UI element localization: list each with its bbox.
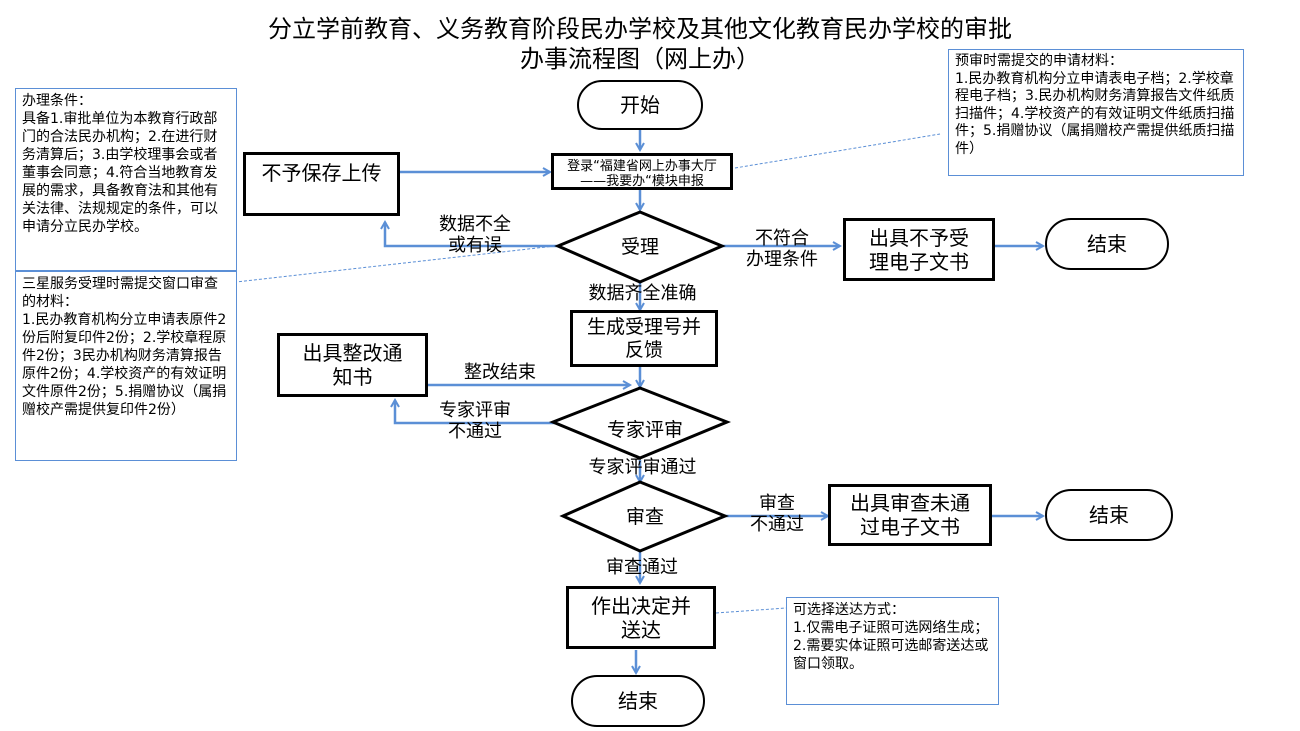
edge-label-review-fail-l1: 审查 <box>759 493 795 514</box>
reject-doc-label: 出具不予受理电子文书 <box>869 225 969 274</box>
edge-label-review-fail-l2: 不通过 <box>750 514 804 535</box>
edge-label-incomplete: 数据不全 或有误 <box>425 214 525 256</box>
edge-label-expert-fail: 专家评审 不通过 <box>420 400 530 442</box>
start-label: 开始 <box>620 93 660 117</box>
login-node: 登录“福建省网上办事大厅——我要办“模块申报 <box>551 153 733 190</box>
gen-number-node: 生成受理号并反馈 <box>570 310 718 367</box>
edge-label-rectify-done: 整改结束 <box>464 362 536 383</box>
end-node-1: 结束 <box>1045 218 1169 270</box>
expert-label: 专家评审 <box>606 419 683 441</box>
edge-label-not-qualified: 不符合 办理条件 <box>730 228 834 270</box>
edge-label-review-fail: 审查 不通过 <box>735 493 819 535</box>
diagram-title-line2: 办事流程图（网上办） <box>520 45 760 73</box>
rectify-label: 出具整改通知书 <box>302 341 403 389</box>
no-save-node: 不予保存上传 <box>243 152 400 216</box>
decide-label: 作出决定并送达 <box>591 593 691 642</box>
accept-label: 受理 <box>620 236 659 258</box>
note-window-materials: 三星服务受理时需提交窗口审查的材料： 1.民办教育机构分立申请表原件2份后附复印… <box>15 271 237 461</box>
review-fail-doc-label: 出具审查未通过电子文书 <box>850 491 970 539</box>
note-conditions: 办理条件： 具备1.审批单位为本教育行政部门的合法民办机构；2.在进行财务清算后… <box>15 88 237 271</box>
review-label: 审查 <box>625 506 664 528</box>
edge-label-not-qualified-l1: 不符合 <box>755 228 809 249</box>
dash-login-to-prereview <box>734 133 941 169</box>
edge-label-expert-pass: 专家评审通过 <box>588 457 697 478</box>
reject-doc-node: 出具不予受理电子文书 <box>843 218 995 281</box>
dash-decide-to-delivery <box>715 607 787 614</box>
note-pre-review-materials: 预审时需提交的申请材料： 1.民办教育机构分立申请表电子档；2.学校章程电子档；… <box>948 49 1244 176</box>
note-delivery: 可选择送达方式： 1.仅需电子证照可选网络生成； 2.需要实体证照可选邮寄送达或… <box>786 597 999 705</box>
start-node: 开始 <box>577 80 703 130</box>
decide-node: 作出决定并送达 <box>566 586 716 649</box>
review-fail-doc-node: 出具审查未通过电子文书 <box>828 484 992 546</box>
edge-label-complete: 数据齐全准确 <box>588 283 697 304</box>
edge-label-incomplete-l1: 数据不全 <box>439 214 511 235</box>
gen-number-label: 生成受理号并反馈 <box>586 315 701 361</box>
end-node-2: 结束 <box>1045 489 1173 541</box>
end-label-2: 结束 <box>1089 503 1129 527</box>
end-node-3: 结束 <box>571 675 705 727</box>
end-label-1: 结束 <box>1087 232 1127 256</box>
edge-label-incomplete-l2: 或有误 <box>448 235 502 256</box>
arrow-expert-to-rectify <box>395 400 555 425</box>
decision-expert-shape <box>548 386 732 460</box>
edge-label-expert-fail-l2: 不通过 <box>448 421 502 442</box>
dash-accept-to-window <box>235 245 556 283</box>
diagram-title-line1: 分立学前教育、义务教育阶段民办学校及其他文化教育民办学校的审批 <box>268 15 1012 43</box>
edge-label-not-qualified-l2: 办理条件 <box>746 249 818 270</box>
no-save-label: 不予保存上传 <box>261 161 382 185</box>
arrow-accept-to-nosave <box>385 222 560 248</box>
edge-label-review-pass: 审查通过 <box>606 557 678 578</box>
decision-review-shape <box>559 480 729 553</box>
login-label: 登录“福建省网上办事大厅——我要办“模块申报 <box>567 159 717 189</box>
decision-accept-shape <box>554 210 726 284</box>
end-label-3: 结束 <box>618 689 658 713</box>
edge-label-expert-fail-l1: 专家评审 <box>439 400 511 421</box>
rectify-node: 出具整改通知书 <box>277 333 428 397</box>
